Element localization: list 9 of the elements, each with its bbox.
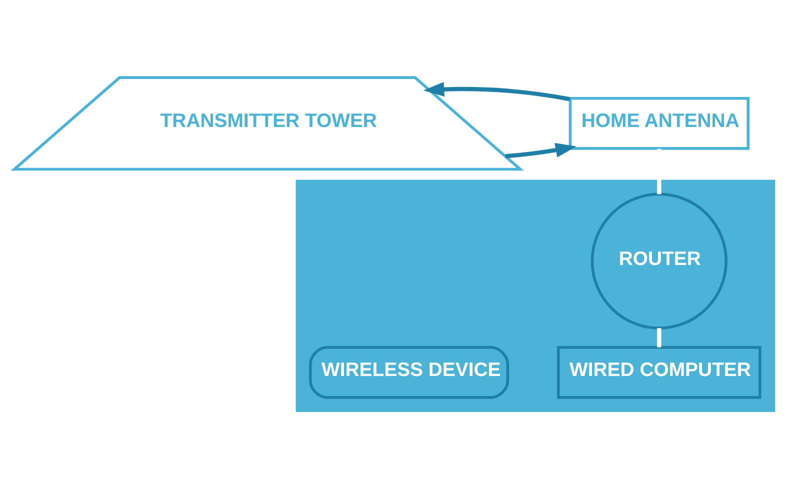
arrow — [423, 82, 570, 102]
connector — [657, 148, 662, 194]
arrow — [505, 142, 576, 158]
node-box: WIRELESS DEVICE — [308, 346, 510, 399]
node-box: HOME ANTENNA — [568, 97, 750, 150]
node-circle: ROUTER — [590, 192, 728, 330]
cluster — [296, 180, 776, 412]
connector — [657, 328, 662, 348]
node-box: WIRED COMPUTER — [557, 346, 762, 399]
